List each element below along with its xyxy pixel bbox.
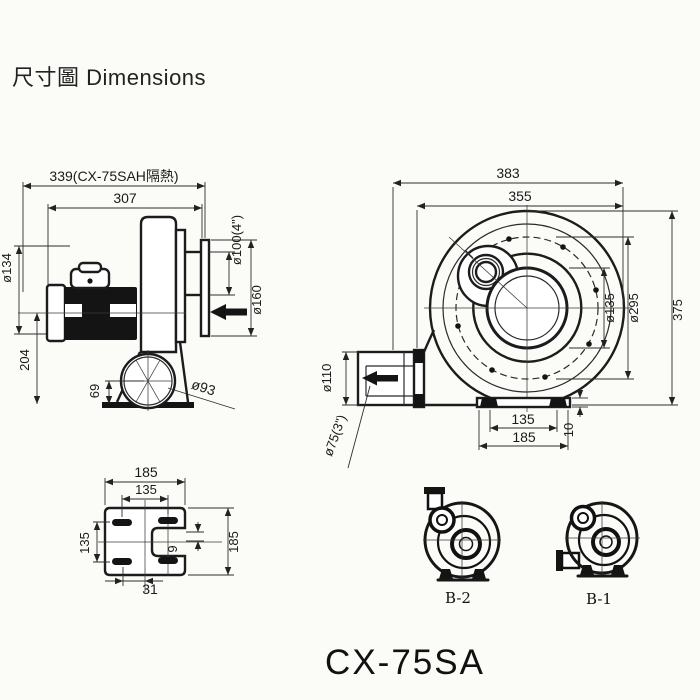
front-view: 383 355 ø135 ø295 375 ø110 ø75(3") [319, 165, 685, 469]
duct-to-volute-joint [422, 329, 436, 353]
dim-10: 10 [561, 423, 576, 437]
dim-93: ø93 [190, 376, 218, 399]
side-outlet-flange [199, 238, 211, 338]
dim-base-135-left: 135 [77, 532, 92, 554]
dim-base-9: 9 [165, 545, 180, 552]
b2-label: B-2 [445, 589, 471, 607]
dim-75-leader [347, 385, 371, 469]
side-volute-housing [139, 215, 178, 354]
b1-label: B-1 [586, 590, 612, 608]
dim-134: ø134 [0, 253, 14, 283]
b1-port [569, 504, 597, 532]
dim-93-leader [167, 387, 236, 410]
dim-110: ø110 [319, 364, 334, 393]
dim-base-185-right: 185 [226, 531, 241, 553]
front-base [475, 396, 572, 409]
dim-339: 339(CX-75SAH隔熱) [49, 168, 178, 184]
dim-69: 69 [87, 384, 102, 398]
dim-135-feet: 135 [511, 411, 535, 427]
b2-outlet-flange [424, 487, 445, 494]
port-radial-line [448, 236, 528, 309]
dim-307: 307 [113, 190, 137, 206]
baseplate-dimensions: 185 135 135 185 9 31 [77, 464, 241, 597]
terminal-box-bolt [87, 278, 93, 284]
side-view-dimensions: 339(CX-75SAH隔熱) 307 ø134 204 69 ø93 ø100… [0, 168, 264, 410]
dim-204: 204 [17, 349, 32, 371]
dim-295: ø295 [626, 293, 641, 323]
airflow-arrow-side [210, 304, 247, 320]
variant-b1: B-1 [556, 501, 640, 608]
dim-base-185-top: 185 [134, 464, 158, 480]
dim-185-feet: 185 [512, 429, 536, 445]
airflow-arrow-front [362, 371, 398, 386]
dim-135-bore: ø135 [602, 293, 617, 323]
scroll-arc [472, 252, 583, 363]
dim-base-31: 31 [142, 581, 158, 597]
baseplate-view: 185 135 135 185 9 31 [77, 464, 241, 597]
side-housing-backplate [174, 228, 187, 344]
b2-port [428, 506, 456, 534]
b1-outlet-flange [556, 550, 563, 571]
dim-355: 355 [508, 188, 532, 204]
dim-383: 383 [496, 165, 520, 181]
side-view: 339(CX-75SAH隔熱) 307 ø134 204 69 ø93 ø100… [0, 168, 264, 411]
dim-160: ø160 [249, 285, 264, 315]
side-rear-leg [178, 341, 190, 403]
model-name: CX-75SA [325, 643, 485, 682]
page-title: 尺寸圖 Dimensions [12, 65, 206, 90]
baseplate-slots [112, 517, 178, 565]
shaft-port-rings [467, 253, 505, 291]
dim-375: 375 [670, 299, 685, 321]
variant-b2: B-2 [423, 487, 501, 607]
dim-75: ø75(3") [320, 413, 349, 458]
dim-base-135-top: 135 [135, 482, 157, 497]
